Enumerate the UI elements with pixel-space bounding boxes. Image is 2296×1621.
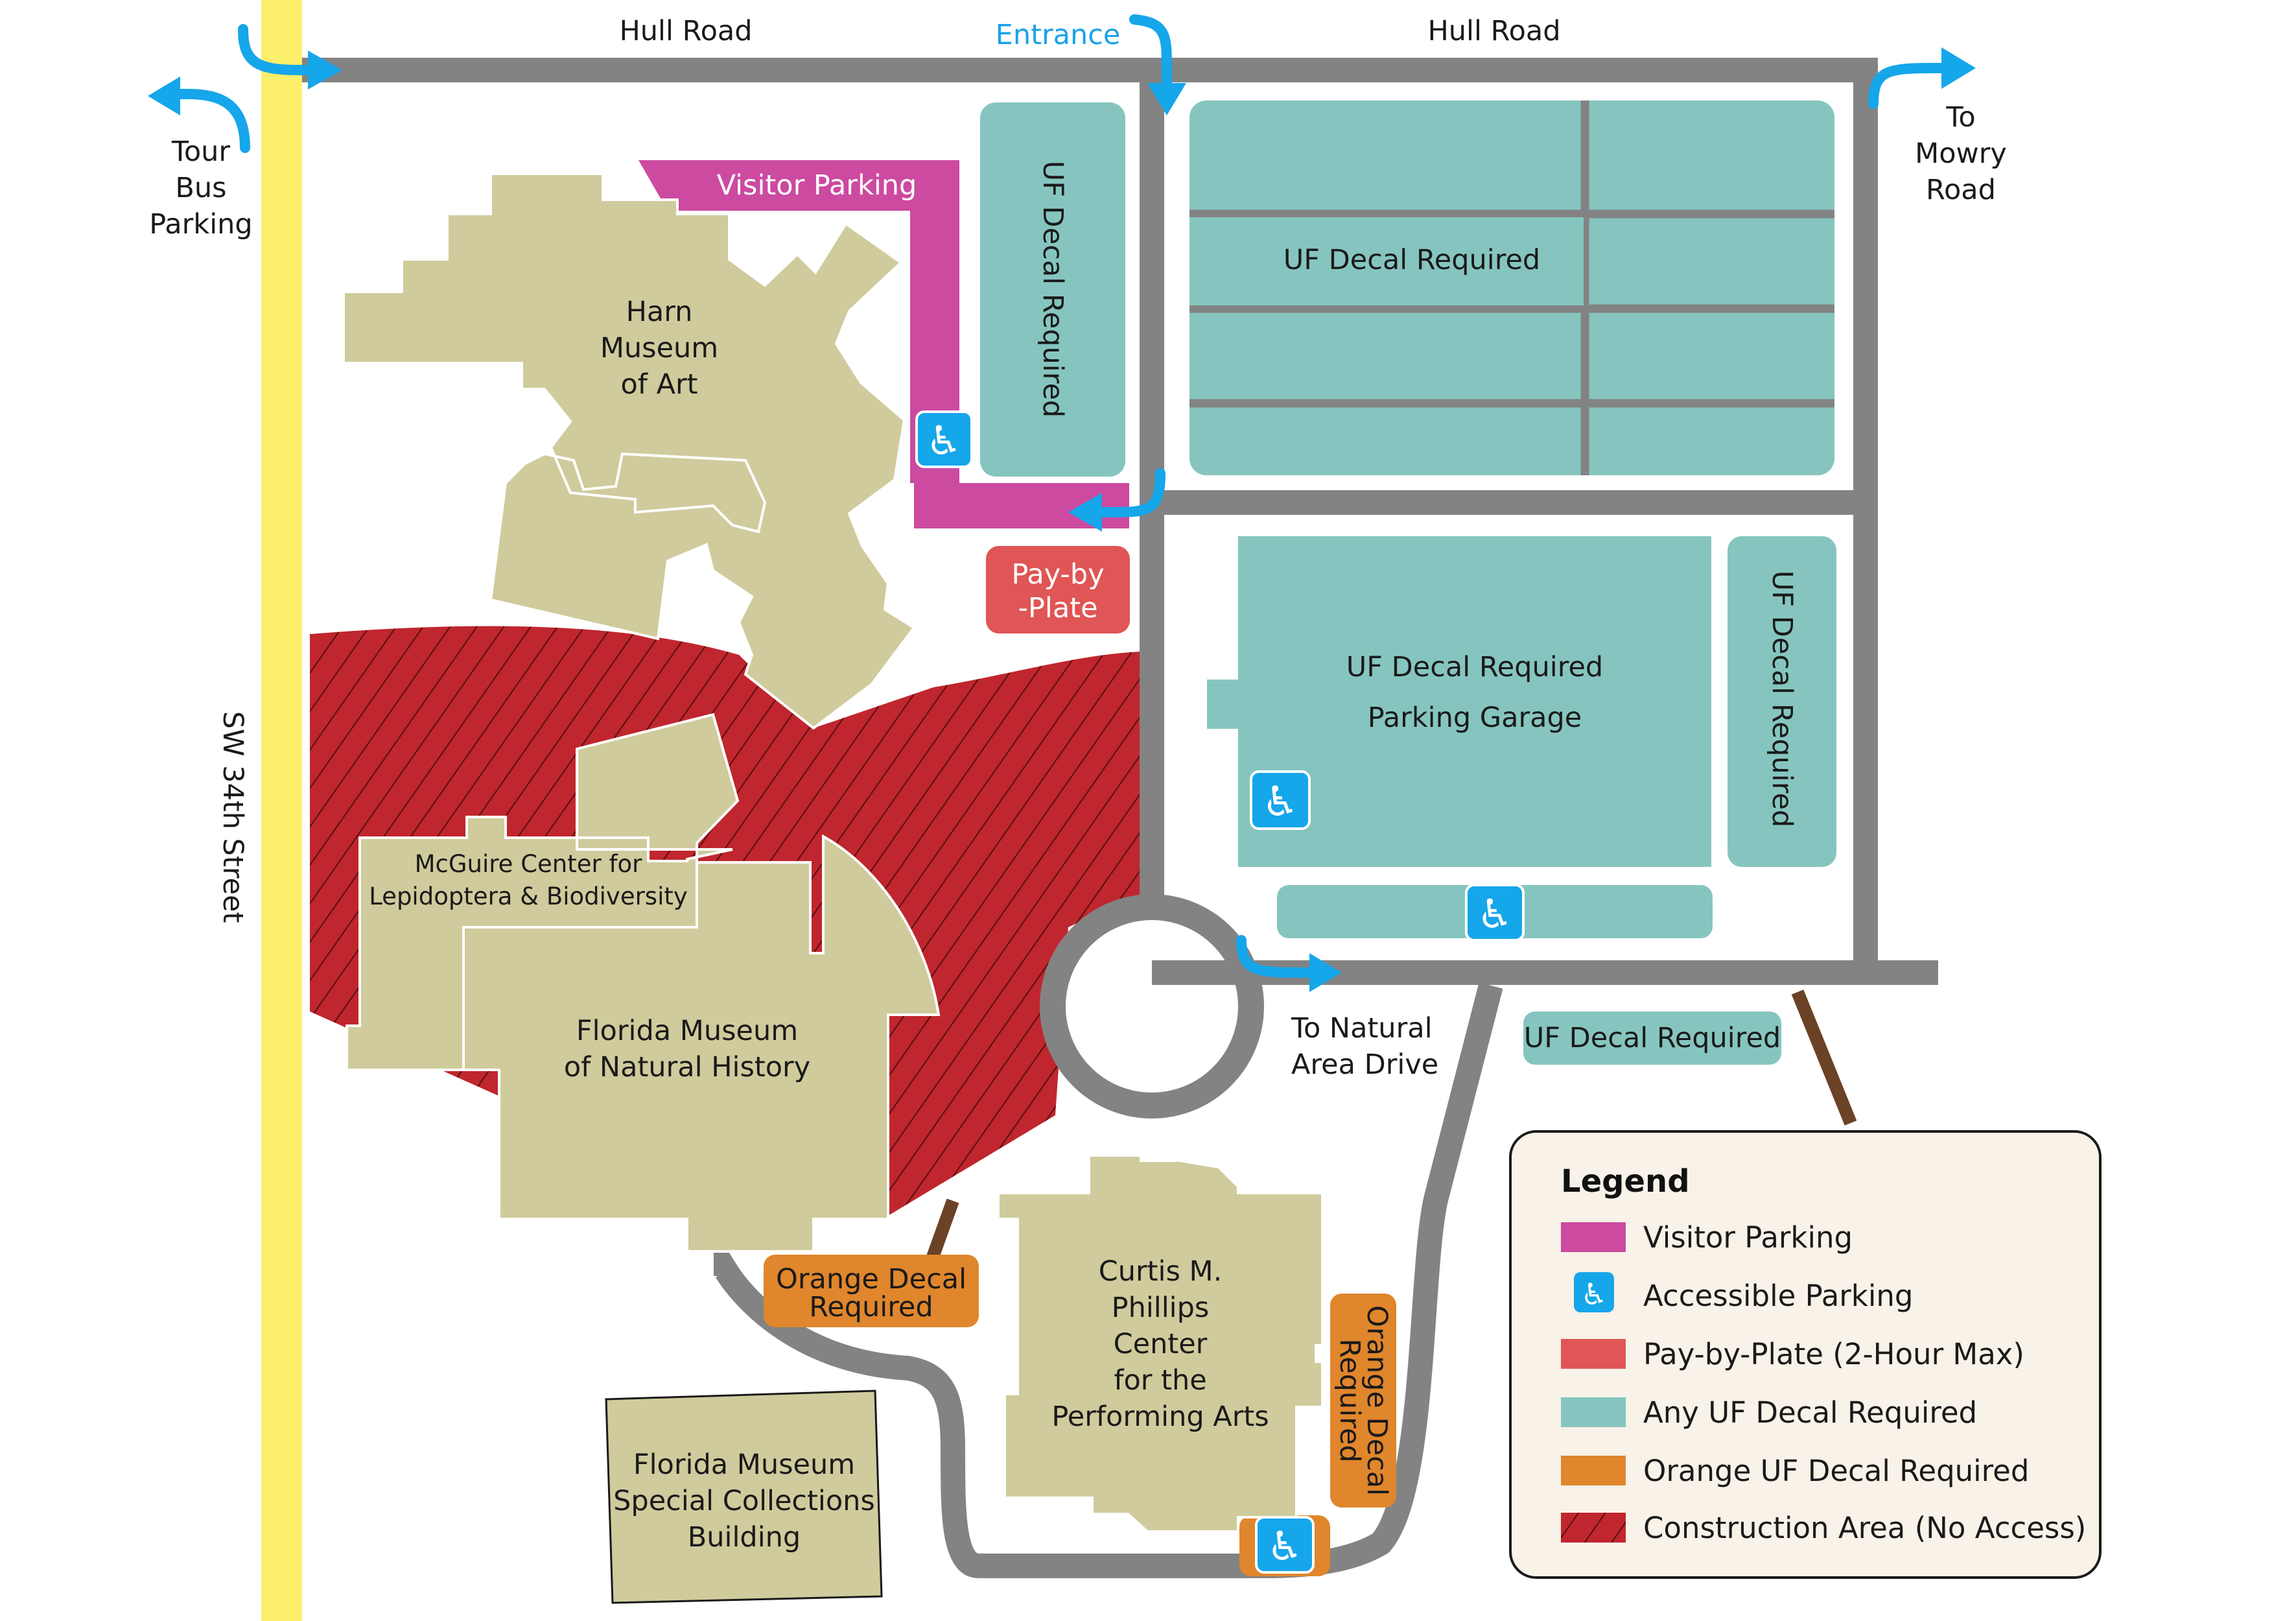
tour-bus-label: Tour Bus Parking [149, 136, 252, 241]
uf-decal-lot-east: UF Decal Required [1728, 536, 1836, 867]
harn-label-line3: of Art [620, 368, 697, 401]
special-collections-building: Florida Museum Special Collections Build… [605, 1390, 883, 1604]
special-collections-line2: Special Collections [613, 1485, 875, 1517]
garage-label-line1: UF Decal Required [1346, 651, 1603, 683]
orange-decal-lot-west: Orange Decal Required [764, 1255, 979, 1327]
special-collections-line1: Florida Museum [633, 1449, 855, 1481]
garage-label-line2: Parking Garage [1368, 702, 1582, 734]
legend-title: Legend [1561, 1163, 1690, 1200]
parking-garage: UF Decal Required Parking Garage [1207, 536, 1711, 867]
legend-item-uf-decal: Any UF Decal Required [1643, 1395, 1977, 1430]
tour-bus-line2: Bus [175, 172, 226, 204]
flmnh-label-line2: of Natural History [564, 1051, 810, 1083]
mowry-road-label: To Mowry Road [1915, 101, 2007, 206]
legend-swatch-uf-decal [1561, 1397, 1626, 1427]
accessible-icon-garage: ♿ [1250, 770, 1311, 830]
legend-item-construction: Construction Area (No Access) [1643, 1511, 2086, 1545]
uf-decal-label-grid: UF Decal Required [1283, 244, 1540, 276]
legend-item-pay-by-plate: Pay-by-Plate (2-Hour Max) [1643, 1337, 2024, 1371]
roads [302, 58, 1938, 1578]
uf-decal-lot-north: UF Decal Required [980, 102, 1125, 477]
special-collections-line3: Building [688, 1521, 801, 1554]
svg-text:♿: ♿ [1477, 890, 1513, 938]
harn-label-line2: Museum [600, 332, 718, 364]
sw-34th-street [261, 0, 302, 1621]
phillips-label-line5: Performing Arts [1051, 1401, 1269, 1433]
phillips-label-line4: for the [1114, 1364, 1206, 1397]
pay-by-plate-line2: -Plate [1018, 592, 1097, 624]
direction-arrows [148, 14, 1976, 992]
legend-swatch-pay-by-plate [1561, 1339, 1626, 1369]
arrow-pay-by-plate-icon [1068, 468, 1166, 532]
arrow-mowry-icon [1868, 47, 1976, 109]
accessible-icon-orange: ♿ [1255, 1516, 1315, 1574]
legend-swatch-construction [1561, 1513, 1626, 1543]
hull-road-east-label: Hull Road [1427, 15, 1560, 47]
florida-museum-natural-history-building: Florida Museum of Natural History [462, 834, 941, 1253]
svg-text:♿: ♿ [926, 417, 962, 464]
arrow-natural-area-icon [1236, 935, 1342, 992]
uf-decal-label-north: UF Decal Required [1037, 161, 1069, 418]
orange-decal-east-line2: Required [1333, 1338, 1366, 1462]
phillips-center-building: Curtis M. Phillips Center for the Perfor… [997, 1154, 1324, 1533]
visitor-parking-label: Visitor Parking [717, 169, 917, 202]
legend-item-orange: Orange UF Decal Required [1643, 1454, 2029, 1488]
legend-accessible-icon: ♿ [1574, 1272, 1614, 1312]
mowry-line3: Road [1926, 174, 1996, 206]
uf-decal-lot-south: UF Decal Required [1523, 1012, 1781, 1065]
arrow-hull-west-icon [238, 24, 342, 89]
pay-by-plate-line1: Pay-by [1011, 558, 1104, 591]
mcguire-center-building: McGuire Center for Lepidoptera & Biodive… [346, 713, 740, 1071]
pay-by-plate-lot: Pay-by -Plate [986, 546, 1130, 633]
legend-item-accessible: Accessible Parking [1643, 1279, 1913, 1313]
natural-area-label: To Natural Area Drive [1291, 1012, 1438, 1081]
svg-text:♿: ♿ [1267, 1522, 1303, 1570]
svg-text:♿: ♿ [1261, 778, 1298, 826]
tour-bus-line1: Tour [171, 136, 231, 168]
legend: Legend Visitor Parking ♿ Accessible Park… [1509, 1130, 2102, 1579]
phillips-label-line2: Phillips [1112, 1292, 1210, 1324]
tour-bus-line3: Parking [149, 208, 252, 241]
legend-item-visitor: Visitor Parking [1643, 1220, 1853, 1255]
harn-museum-building: Harn Museum of Art [342, 172, 916, 730]
legend-swatch-visitor [1561, 1222, 1626, 1252]
phillips-label-line3: Center [1114, 1328, 1208, 1360]
accessible-icons: ♿ ♿ ♿ ♿ [915, 410, 1525, 1574]
uf-decal-label-east: UF Decal Required [1766, 571, 1798, 827]
uf-decal-grid-lot: UF Decal Required [1189, 101, 1834, 475]
mowry-line2: Mowry [1915, 137, 2007, 170]
sw-34th-street-label: SW 34th Street [217, 711, 249, 923]
legend-swatch-orange [1561, 1456, 1626, 1485]
mcguire-label-line2: Lepidoptera & Biodiversity [369, 882, 688, 910]
flmnh-label-line1: Florida Museum [576, 1015, 798, 1047]
orange-decal-west-line1: Orange Decal [776, 1263, 966, 1296]
natural-area-line1: To Natural [1291, 1012, 1433, 1045]
arrow-entrance-icon [1129, 14, 1186, 115]
mowry-line1: To [1945, 101, 1975, 134]
hull-road-west-label: Hull Road [619, 15, 752, 47]
phillips-label-line1: Curtis M. [1099, 1255, 1223, 1288]
legend-box [1509, 1130, 2102, 1579]
arrow-tour-bus-icon [148, 77, 250, 153]
harn-label-line1: Harn [626, 296, 693, 328]
orange-decal-lot-east: Orange Decal Required [1330, 1294, 1396, 1508]
accessible-icon-visitor: ♿ [915, 410, 973, 468]
orange-decal-east-line1: Orange Decal [1361, 1305, 1393, 1496]
entrance-label: Entrance [996, 19, 1121, 51]
accessible-icon-strip: ♿ [1465, 884, 1525, 941]
orange-decal-west-line2: Required [809, 1291, 933, 1323]
mcguire-label-line1: McGuire Center for [415, 850, 643, 878]
svg-text:♿: ♿ [1580, 1277, 1607, 1312]
uf-decal-label-south: UF Decal Required [1524, 1022, 1781, 1054]
natural-area-line2: Area Drive [1291, 1048, 1438, 1081]
